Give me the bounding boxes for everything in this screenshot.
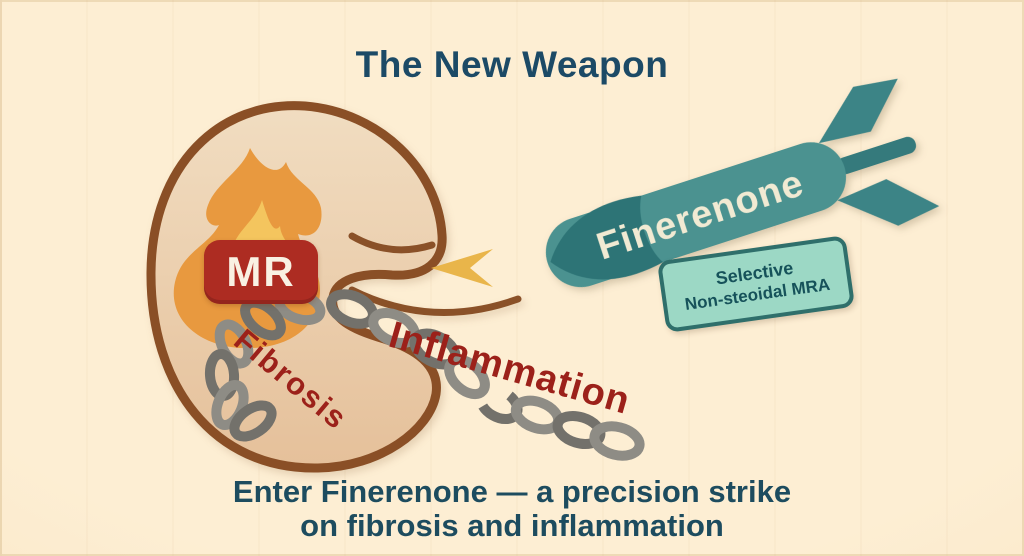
caption-line1: Enter Finerenone — a precision strike bbox=[232, 473, 792, 509]
mr-badge: MR bbox=[204, 240, 318, 304]
caption: Enter Finerenone — a precision strike on… bbox=[0, 473, 1024, 544]
missile-fin-bottom bbox=[837, 179, 940, 226]
missile-icon: Finerenone bbox=[545, 78, 940, 288]
renal-vessels-icon bbox=[348, 232, 522, 317]
page-title: The New Weapon bbox=[355, 44, 669, 85]
missile-nose bbox=[550, 195, 664, 280]
spark-icon bbox=[431, 249, 493, 287]
missile-exhaust-rod bbox=[836, 136, 917, 175]
chain-left-icon bbox=[204, 288, 326, 442]
missile-fin-top bbox=[818, 78, 898, 144]
caption-line2: on fibrosis and inflammation bbox=[300, 508, 724, 544]
chain-right-icon bbox=[326, 289, 645, 461]
